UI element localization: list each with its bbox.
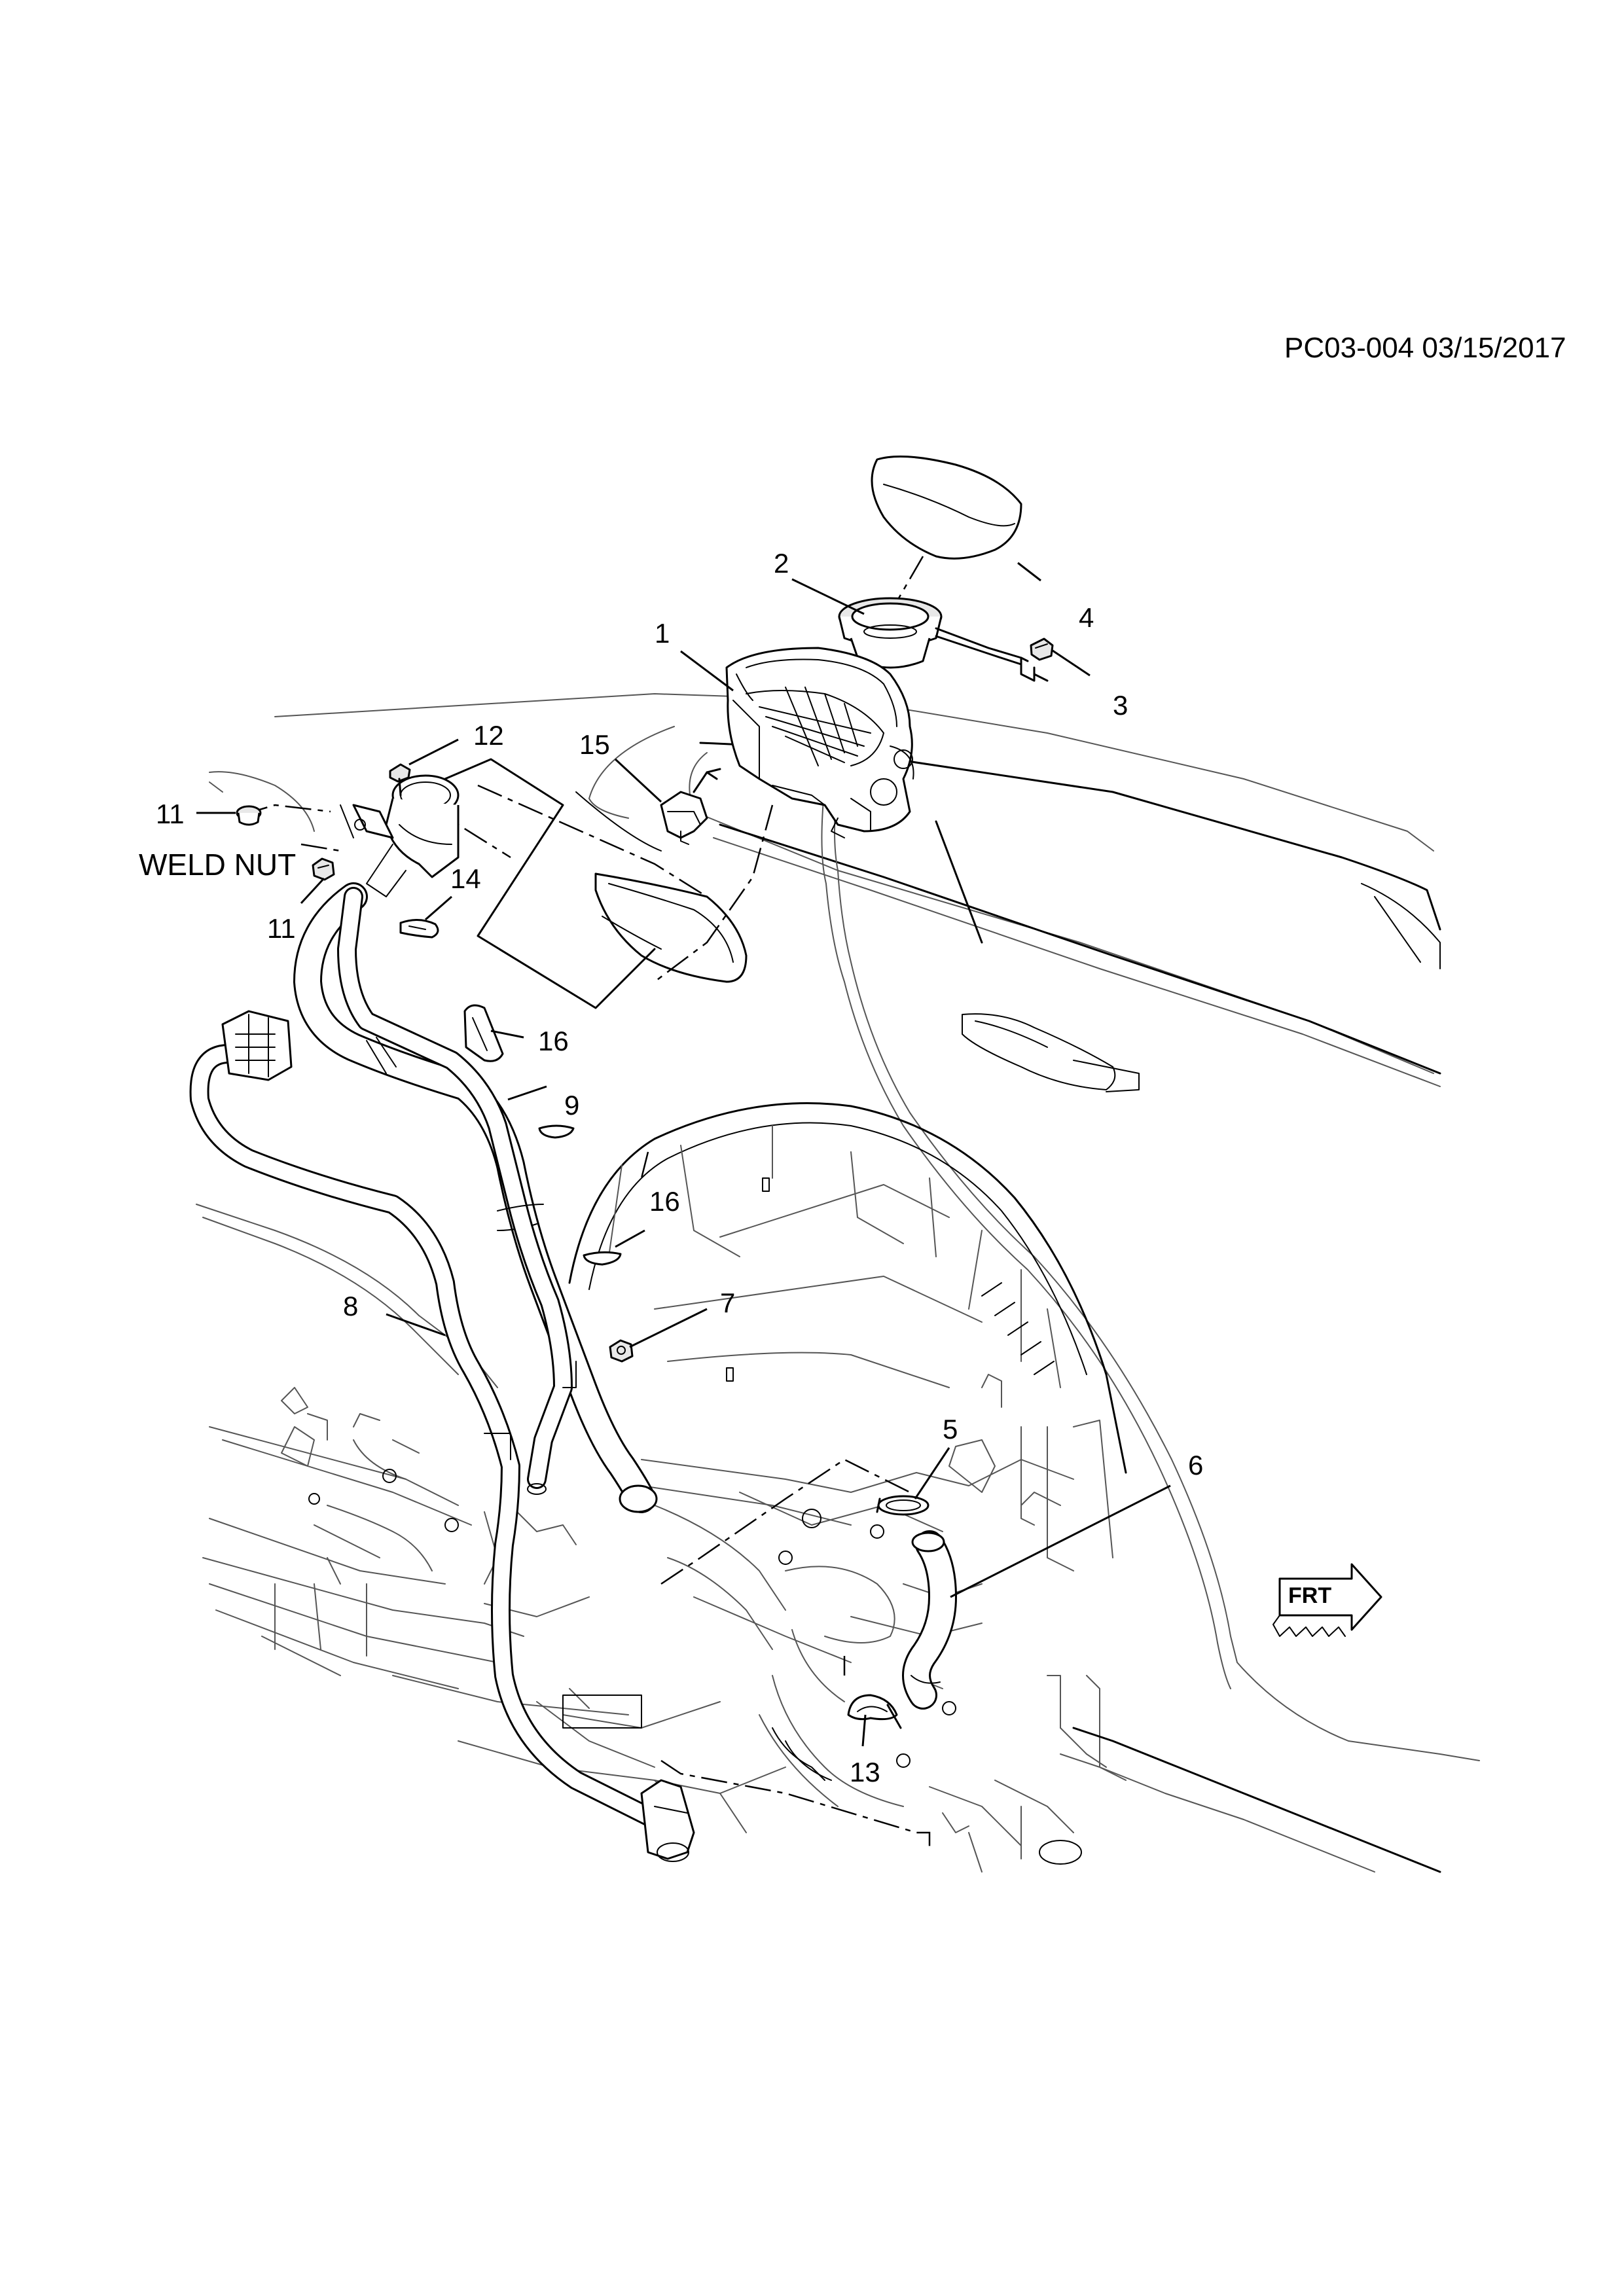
diagram-reference: PC03-004 03/15/2017 (1284, 332, 1566, 364)
front-arrow-icon (1272, 1563, 1382, 1637)
construction-lines (242, 556, 931, 1852)
floor-structure (196, 1204, 655, 1768)
callout-12: 12 (473, 720, 504, 751)
callout-7: 7 (720, 1287, 736, 1318)
weld-nut-part-11-upper (236, 805, 262, 826)
callout-5: 5 (943, 1414, 958, 1444)
clip-part-16-upper (463, 1004, 504, 1062)
callout-1: 1 (655, 618, 670, 649)
wheelhouse-outline (568, 1102, 1127, 1474)
hose-clamp-part-13 (847, 1694, 902, 1729)
bolt-part-12 (389, 763, 411, 797)
filler-hose-part-6 (902, 1530, 957, 1710)
nut-part-7 (609, 1339, 634, 1363)
callout-2: 2 (774, 548, 789, 579)
callout-14: 14 (450, 863, 481, 894)
callout-8: 8 (343, 1291, 359, 1321)
door-actuator-part-15 (660, 768, 721, 845)
filler-neck-top (340, 774, 460, 897)
clip-part-14 (399, 919, 439, 939)
callout-11-lower: 11 (267, 913, 296, 944)
front-arrow-label: FRT (1288, 1583, 1332, 1608)
callout-13: 13 (850, 1757, 880, 1787)
callout-15: 15 (579, 729, 610, 760)
fuel-door-part-4 (871, 456, 1022, 560)
clip-part-16-lower (583, 1251, 622, 1266)
callout-3: 3 (1113, 690, 1128, 721)
callout-9: 9 (564, 1090, 580, 1121)
rear-floor-structure (458, 1374, 1441, 1873)
fuel-cap-part-2 (838, 597, 1049, 682)
callout-11-upper: 11 (156, 798, 185, 829)
callout-4: 4 (1079, 602, 1094, 633)
callout-6: 6 (1188, 1450, 1204, 1480)
callout-16-upper: 16 (538, 1026, 569, 1056)
clip-part-16-middle (538, 1124, 575, 1139)
hose-clamp-part-5 (876, 1495, 929, 1516)
weld-nut-part-11-lower (312, 857, 335, 881)
rivet-part-3 (1030, 637, 1054, 661)
evap-hose-part-8 (189, 1010, 695, 1862)
filler-pocket-part-1 (725, 647, 914, 838)
leader-lines (196, 562, 1171, 1747)
callout-16-lower: 16 (649, 1186, 680, 1217)
vent-tube (337, 887, 577, 1495)
weld-nut-label: WELD NUT (139, 848, 297, 882)
